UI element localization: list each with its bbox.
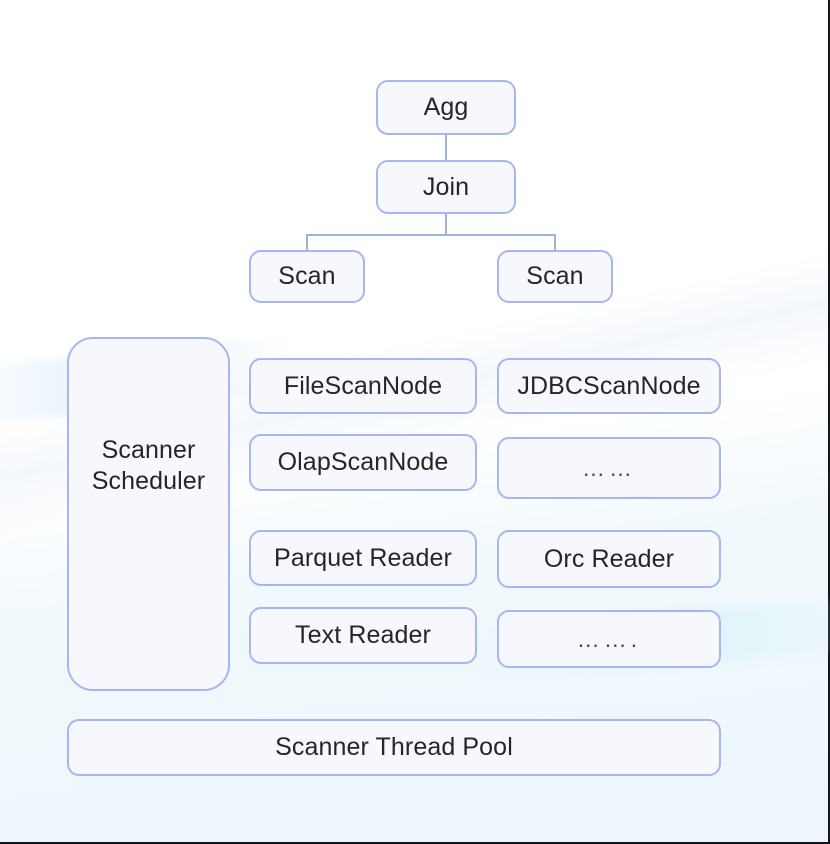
node-file-scan-node[interactable]: FileScanNode: [249, 358, 477, 414]
node-olap-scan-node[interactable]: OlapScanNode: [249, 434, 477, 491]
scanner-scheduler-box[interactable]: Scanner Scheduler: [67, 337, 230, 691]
edge-join-bar: [306, 234, 556, 236]
node-scan-right[interactable]: Scan: [497, 250, 613, 303]
scanner-scheduler-label-line2: Scheduler: [91, 466, 206, 495]
scanner-thread-pool-box[interactable]: Scanner Thread Pool: [67, 719, 721, 776]
node-jdbc-scan-node[interactable]: JDBCScanNode: [497, 358, 721, 414]
edge-bar-to-scan-right: [554, 234, 556, 251]
node-text-reader[interactable]: Text Reader: [249, 607, 477, 664]
scanner-scheduler-label-line1: Scanner: [101, 436, 196, 464]
edge-join-stem: [445, 213, 447, 235]
node-join[interactable]: Join: [376, 160, 516, 214]
edge-bar-to-scan-left: [306, 234, 308, 251]
node-more-readers[interactable]: …….: [497, 610, 721, 668]
edge-agg-to-join: [445, 134, 447, 161]
node-scan-left[interactable]: Scan: [249, 250, 365, 303]
node-agg[interactable]: Agg: [376, 80, 516, 135]
node-parquet-reader[interactable]: Parquet Reader: [249, 530, 477, 586]
node-orc-reader[interactable]: Orc Reader: [497, 530, 721, 588]
node-more-scan-nodes[interactable]: ……: [497, 437, 721, 499]
